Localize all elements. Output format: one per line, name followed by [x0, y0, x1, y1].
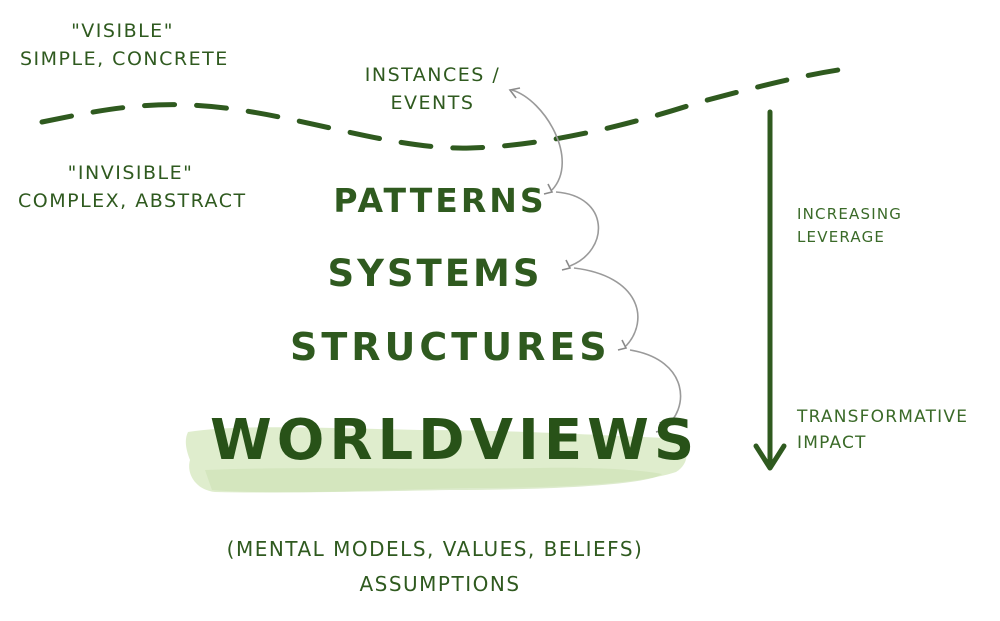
- arrowhead-systems: [561, 259, 572, 271]
- visible-title: "Visible": [71, 20, 174, 42]
- connector-arrowheads: [508, 87, 666, 433]
- connector-structures-worldviews: [629, 349, 682, 429]
- worldviews-label: Worldviews: [210, 408, 700, 473]
- arrowhead-patterns: [543, 183, 554, 195]
- arrowhead-worldviews: [655, 421, 666, 433]
- events-line: Events: [390, 91, 475, 114]
- visible-label: "Visible" simple, concrete: [20, 18, 229, 73]
- invisible-subtitle: complex, abstract: [18, 189, 247, 212]
- connector-events-patterns: [511, 89, 563, 191]
- structures-label: Structures: [290, 325, 611, 369]
- transformative-impact-label: Transformative Impact: [797, 404, 987, 457]
- leverage-line2: Leverage: [797, 228, 886, 247]
- systems-label: Systems: [327, 252, 543, 295]
- connector-patterns-systems: [555, 191, 600, 267]
- leverage-arrow-head: [753, 443, 787, 471]
- patterns-label: Patterns: [333, 181, 547, 220]
- leverage-line1: Increasing: [797, 205, 903, 223]
- impact-line2: Impact: [797, 433, 867, 454]
- waterline-dashed: [39, 67, 841, 151]
- increasing-leverage-label: Increasing Leverage: [797, 203, 947, 250]
- level-connectors: [511, 89, 682, 429]
- arrowhead-structures: [617, 339, 628, 351]
- worldviews-details-line1: (mental models, values, beliefs): [226, 537, 644, 561]
- instances-events-label: Instances / Events: [350, 62, 515, 117]
- worldviews-highlight-streak: [205, 467, 662, 493]
- invisible-title: "Invisible": [67, 162, 194, 184]
- connector-systems-structures: [573, 267, 639, 347]
- arrowhead-events: [508, 87, 521, 99]
- worldviews-details-line2: assumptions: [359, 572, 521, 596]
- visible-subtitle: simple, concrete: [20, 47, 229, 70]
- invisible-label: "Invisible" complex, abstract: [18, 160, 247, 215]
- impact-line1: Transformative: [797, 407, 969, 427]
- instances-line: Instances /: [364, 64, 501, 86]
